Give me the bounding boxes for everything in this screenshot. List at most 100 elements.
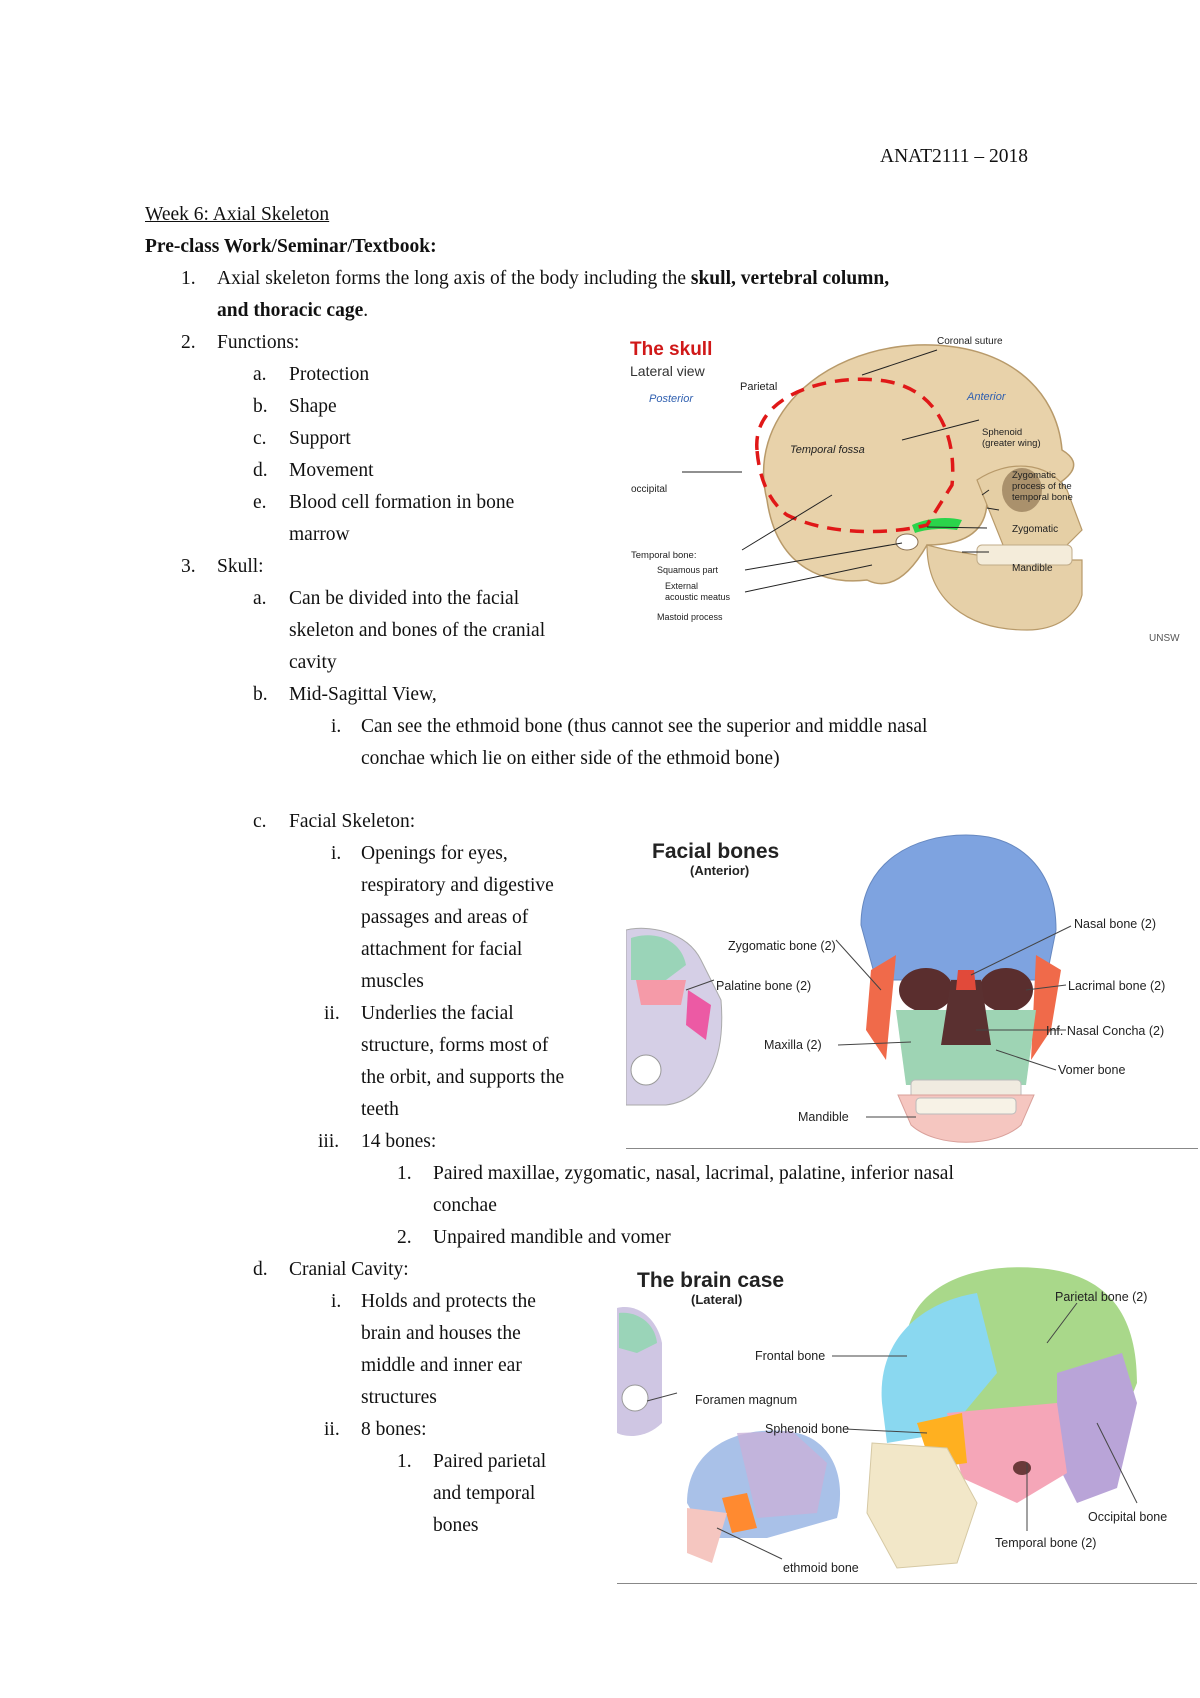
cranium-shape bbox=[762, 344, 1075, 585]
skull-a-line3: cavity bbox=[289, 652, 337, 673]
skull-fig-subtitle: Lateral view bbox=[630, 363, 706, 379]
cranial-i-line3: middle and inner ear bbox=[361, 1355, 522, 1376]
skull-d-text: Cranial Cavity: bbox=[289, 1259, 409, 1280]
cranial-ii-1-line3: bones bbox=[433, 1515, 479, 1536]
label-occipital-bone: Occipital bone bbox=[1088, 1510, 1167, 1524]
label-maxilla: Maxilla (2) bbox=[764, 1038, 822, 1052]
cranial-i-line2: brain and houses the bbox=[361, 1323, 521, 1344]
label-sphenoid: Sphenoid bbox=[982, 427, 1022, 438]
function-d-text: Movement bbox=[289, 460, 374, 481]
facial-iii-2-marker: 2. bbox=[397, 1227, 412, 1248]
skull-leader-lines bbox=[682, 349, 1000, 593]
label-posterior: Posterior bbox=[649, 393, 694, 405]
skull-fig-title: The skull bbox=[630, 339, 712, 360]
inset-foramen-shape bbox=[630, 1054, 662, 1086]
brain-inset-foramen-shape bbox=[621, 1384, 649, 1412]
skull-a-line1: Can be divided into the facial bbox=[289, 588, 520, 609]
label-mandible: Mandible bbox=[1012, 563, 1053, 574]
label-foramen-magnum: Foramen magnum bbox=[695, 1393, 797, 1407]
temporal-bone-shape bbox=[947, 1403, 1067, 1503]
course-header: ANAT2111 – 2018 bbox=[880, 146, 1029, 167]
brain-leader-lines bbox=[646, 1302, 1138, 1560]
item-1-marker: 1. bbox=[181, 268, 196, 289]
orbit-shape bbox=[1002, 468, 1042, 512]
label-sphenoid-bone: Sphenoid bone bbox=[765, 1422, 849, 1436]
brain-fig-title: The brain case bbox=[637, 1269, 784, 1292]
function-d-marker: d. bbox=[253, 460, 268, 481]
facial-skeleton-lateral bbox=[866, 1442, 978, 1569]
week-title: Week 6: Axial Skeleton bbox=[145, 204, 330, 225]
label-temporal-fossa: Temporal fossa bbox=[790, 444, 865, 456]
label-ethmoid-bone: ethmoid bone bbox=[783, 1561, 859, 1575]
cranial-ii-1-line2: and temporal bbox=[433, 1483, 536, 1504]
skull-lateral-figure: The skull Lateral view Coro bbox=[627, 330, 1200, 660]
skull-d-marker: d. bbox=[253, 1259, 268, 1280]
skull-a-marker: a. bbox=[253, 588, 267, 609]
occipital-bone-shape bbox=[1057, 1353, 1137, 1503]
label-temporal-bone-lateral: Temporal bone (2) bbox=[995, 1536, 1096, 1550]
function-e-line2: marrow bbox=[289, 524, 350, 545]
frontal-bone-shape-lateral bbox=[881, 1293, 997, 1443]
label-sphenoid-wing: (greater wing) bbox=[982, 438, 1041, 449]
skull-b-i-line2: conchae which lie on either side of the … bbox=[361, 748, 780, 769]
facial-iii-2-text: Unpaired mandible and vomer bbox=[433, 1227, 671, 1248]
facial-ii-line2: structure, forms most of bbox=[361, 1035, 549, 1056]
item-3-marker: 3. bbox=[181, 556, 196, 577]
label-parietal-bone: Parietal bone (2) bbox=[1055, 1290, 1147, 1304]
skull-b-i-marker: i. bbox=[331, 716, 342, 737]
skull-b-i-line1: Can see the ethmoid bone (thus cannot se… bbox=[361, 716, 928, 737]
item-1-bold: skull, vertebral column, bbox=[690, 268, 890, 289]
inset-maxilla-shape bbox=[631, 935, 686, 980]
section-title: Pre-class Work/Seminar/Textbook: bbox=[145, 236, 437, 257]
function-a-text: Protection bbox=[289, 364, 370, 385]
cranial-ii-text: 8 bones: bbox=[361, 1419, 427, 1440]
sagittal-parietal-shape bbox=[737, 1431, 827, 1518]
sagittal-ethmoid-shape bbox=[722, 1493, 757, 1533]
nasal-bone-shape bbox=[956, 970, 976, 990]
skull-a-line2: skeleton and bones of the cranial bbox=[289, 620, 546, 641]
cranial-ii-1-marker: 1. bbox=[397, 1451, 412, 1472]
facial-fig-subtitle: (Anterior) bbox=[690, 863, 749, 878]
label-mastoid: Mastoid process bbox=[657, 612, 723, 622]
item-1-period: . bbox=[363, 300, 369, 321]
temporal-fossa-outline bbox=[755, 377, 955, 534]
label-frontal-bone: Frontal bone bbox=[755, 1349, 825, 1363]
facial-i-line1: Openings for eyes, bbox=[361, 843, 508, 864]
facial-iii-1-line1: Paired maxillae, zygomatic, nasal, lacri… bbox=[433, 1163, 954, 1184]
label-zygomatic: Zygomatic bbox=[1012, 524, 1058, 535]
label-zygomatic-process-2: process of the bbox=[1012, 481, 1072, 492]
lower-teeth-shape bbox=[915, 1097, 1017, 1115]
item-1-bold-2: and thoracic cage bbox=[217, 300, 364, 321]
zygomatic-arch-highlight bbox=[912, 517, 962, 533]
maxilla-shape bbox=[896, 1010, 1036, 1085]
teeth-shape bbox=[976, 544, 1073, 566]
function-e-marker: e. bbox=[253, 492, 267, 513]
label-external: External bbox=[665, 581, 698, 591]
label-zygomatic-process-1: Zygomatic bbox=[1012, 470, 1056, 481]
acoustic-meatus-shape bbox=[895, 533, 919, 551]
skull-c-marker: c. bbox=[253, 811, 267, 832]
label-parietal: Parietal bbox=[740, 381, 777, 393]
label-coronal-suture: Coronal suture bbox=[937, 336, 1003, 347]
facial-i-line2: respiratory and digestive bbox=[361, 875, 554, 896]
left-orbit-shape bbox=[899, 968, 953, 1012]
cranial-i-line4: structures bbox=[361, 1387, 437, 1408]
item-1-line2: and thoracic cage. bbox=[217, 295, 368, 327]
item-2-text: Functions: bbox=[217, 332, 300, 353]
facial-ii-marker: ii. bbox=[324, 1003, 340, 1024]
facial-i-line5: muscles bbox=[361, 971, 424, 992]
function-c-text: Support bbox=[289, 428, 351, 449]
item-3-text: Skull: bbox=[217, 556, 264, 577]
facial-leader-lines bbox=[685, 925, 1072, 1118]
skull-b-marker: b. bbox=[253, 684, 268, 705]
label-palatine-bone: Palatine bone (2) bbox=[716, 979, 811, 993]
right-zygomatic-shape bbox=[1031, 955, 1061, 1060]
facial-i-line4: attachment for facial bbox=[361, 939, 523, 960]
facial-bones-illustration: Facial bones (Anterior) Nasal b bbox=[626, 834, 1165, 1143]
lateral-meatus-shape bbox=[1013, 1461, 1031, 1475]
brain-case-figure: The brain case (Lateral) Parietal bone (… bbox=[617, 1263, 1197, 1584]
mandible-shape bbox=[926, 544, 1083, 631]
label-mandible-facial: Mandible bbox=[798, 1110, 849, 1124]
cranial-i-line1: Holds and protects the bbox=[361, 1291, 536, 1312]
cranial-ii-1-line1: Paired parietal bbox=[433, 1451, 547, 1472]
